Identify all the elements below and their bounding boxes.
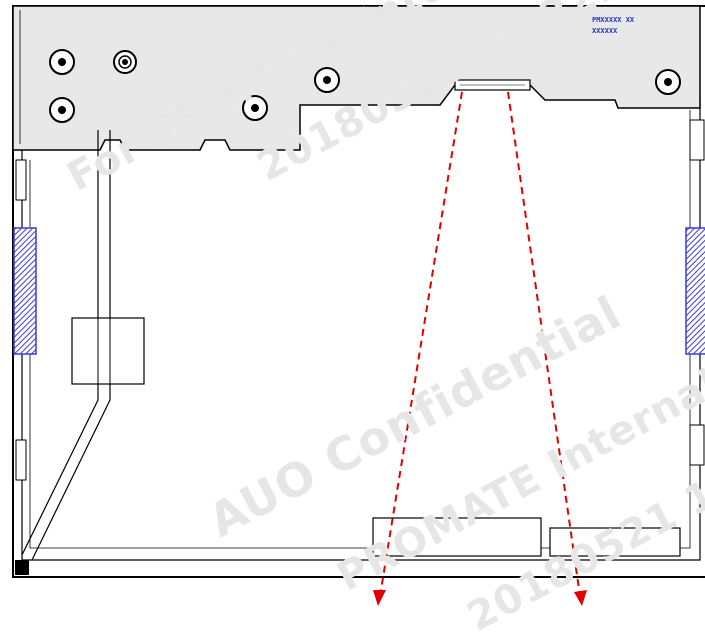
right-hatched-strip [685,227,705,355]
arrow-down-red-icon [507,91,587,606]
screw-hole-icon [314,67,340,93]
part-label: PMXXXXX XX [592,16,635,24]
panel-drawing: PMXXXXX XX XXXXXX For PROMATE Internal U… [12,0,705,641]
drawing-canvas [12,5,705,606]
screw-hole-icon [49,49,75,75]
left-tab [15,439,27,481]
bottom-connector-left [372,517,542,557]
shield-fold-lines [19,10,301,150]
screw-hole-icon [655,69,681,95]
left-tab [15,159,27,201]
right-tab [689,119,705,161]
screw-hole-icon [49,97,75,123]
screw-hole-icon [113,50,137,74]
arrow-down-red-icon [373,91,463,606]
cable-clamp [71,317,145,385]
flex-cable [21,130,99,556]
part-code: XXXXXX [592,27,618,35]
screw-hole-icon [242,95,268,121]
corner-marker [15,560,29,575]
right-tab [689,424,705,466]
left-hatched-strip [13,227,37,355]
bottom-connector-right [549,527,681,557]
